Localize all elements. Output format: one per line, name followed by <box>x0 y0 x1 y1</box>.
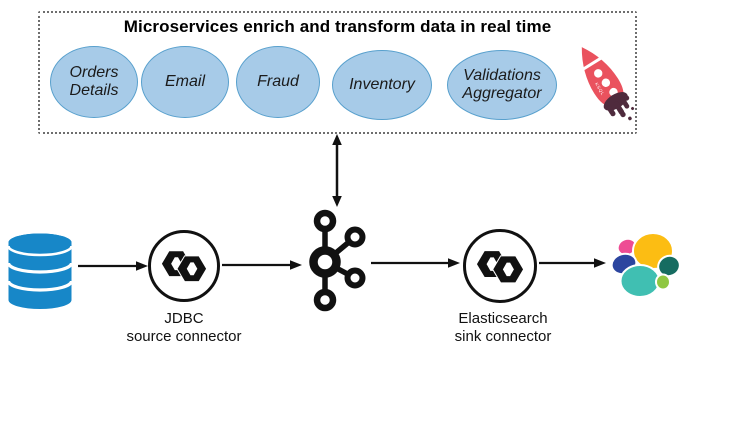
kafka-connect-icon <box>476 250 524 283</box>
service-ellipse-orders-details: Orders Details <box>50 46 138 118</box>
arrow-right-icon <box>371 258 460 268</box>
service-label: Aggregator <box>462 85 542 102</box>
elasticsearch-sink-connector-node <box>463 229 537 303</box>
kafka-connect-icon <box>161 251 207 283</box>
service-label: Fraud <box>257 73 299 90</box>
database-cylinder-icon <box>7 233 73 309</box>
service-ellipse-validations-aggregator: Validations Aggregator <box>447 50 557 120</box>
elasticsearch-logo-icon <box>610 232 681 298</box>
jdbc-connector-label: JDBC source connector <box>94 310 274 345</box>
arrow-right-icon <box>539 258 606 268</box>
rocket-text: KSQL <box>594 82 606 97</box>
double-headed-vertical-arrow-icon <box>332 134 342 207</box>
connector-label-line1: Elasticsearch <box>458 310 548 327</box>
connector-label-line2: sink connector <box>454 327 552 345</box>
service-label: Orders <box>69 64 119 81</box>
jdbc-source-connector-node <box>148 230 220 302</box>
service-label: Details <box>69 82 119 99</box>
service-label: Email <box>164 73 205 90</box>
elasticsearch-connector-label: Elasticsearch sink connector <box>413 310 593 345</box>
ksql-rocket-icon: KSQL <box>581 47 635 121</box>
service-ellipse-email: Email <box>141 46 229 118</box>
service-ellipse-inventory: Inventory <box>332 50 432 120</box>
arrow-right-icon <box>222 260 302 270</box>
connector-label-line2: source connector <box>126 327 242 345</box>
arrow-right-icon <box>78 261 148 271</box>
service-label: Validations <box>463 67 541 84</box>
microservices-title: Microservices enrich and transform data … <box>123 17 552 36</box>
apache-kafka-icon <box>309 209 366 312</box>
service-ellipse-fraud: Fraud <box>236 46 320 118</box>
service-label: Inventory <box>349 76 415 93</box>
connector-label-line1: JDBC <box>164 310 204 327</box>
